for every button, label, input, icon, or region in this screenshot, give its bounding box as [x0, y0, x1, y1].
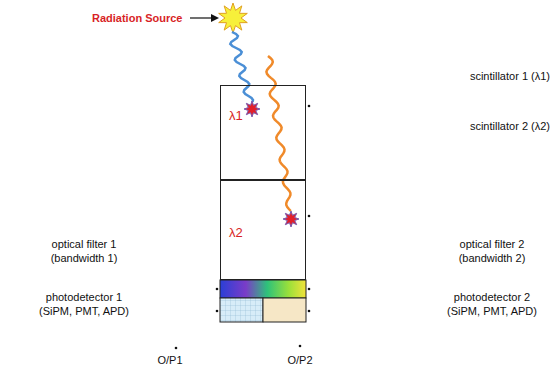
arrow-head — [211, 14, 219, 22]
part-label: scintillator 2 (λ2) — [438, 119, 550, 133]
part-label: scintillator 1 (λ1) — [438, 69, 550, 83]
leader-dots — [175, 105, 311, 350]
radiation-star — [219, 3, 248, 33]
scintillator-box: λ1 — [220, 85, 306, 180]
output-label: O/P1 — [150, 353, 190, 367]
photodetector-1 — [220, 298, 263, 322]
wavelength-label: λ1 — [229, 108, 243, 123]
output-label: O/P2 — [280, 353, 320, 367]
scintillator-box: λ2 — [220, 180, 306, 280]
wavelength-label: λ2 — [229, 225, 243, 240]
part-label: optical filter 1 (bandwidth 1) — [28, 237, 140, 266]
photodetector-2 — [263, 298, 306, 322]
part-label: photodetector 2 (SiPM, PMT, APD) — [436, 290, 548, 319]
source-label: Radiation Source — [92, 11, 192, 25]
part-label: optical filter 2 (bandwidth 2) — [436, 237, 548, 266]
part-label: photodetector 1 (SiPM, PMT, APD) — [28, 290, 140, 319]
pointer-arrow — [190, 17, 214, 18]
scintillation-burst — [283, 211, 299, 227]
optical-filter — [220, 280, 306, 298]
radiation-ray — [266, 56, 290, 211]
scintillation-burst — [244, 101, 260, 117]
radiation-ray — [230, 32, 253, 102]
